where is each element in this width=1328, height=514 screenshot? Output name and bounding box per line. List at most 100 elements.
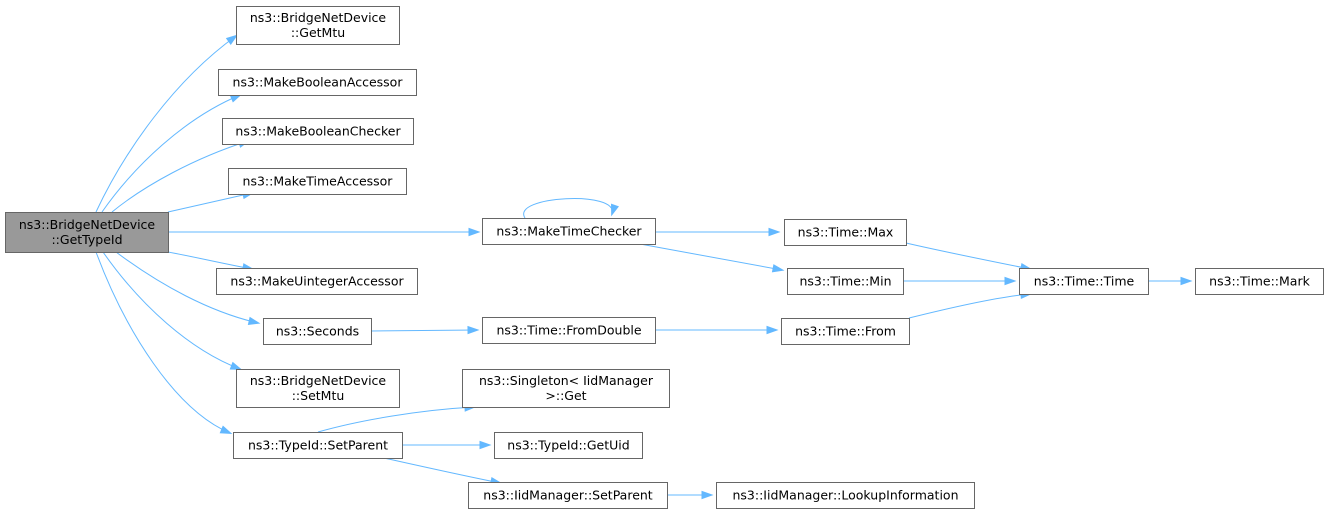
edge-arrowhead: [611, 203, 619, 217]
edge-timefrom-to-timetime: [908, 290, 1033, 319]
edge-iidsetparent-to-lookup: [667, 490, 714, 500]
edge-line: [908, 293, 1031, 319]
node-setmtu[interactable]: ns3::BridgeNetDevice::SetMtu: [236, 369, 400, 408]
nodes-layer: ns3::BridgeNetDevice::GetTypeIdns3::Brid…: [5, 6, 1324, 509]
edge-root-to-setparent: [95, 251, 233, 434]
node-timetime[interactable]: ns3::Time::Time: [1019, 268, 1149, 295]
edge-arrowhead: [247, 316, 261, 325]
edges-layer: [95, 34, 1193, 500]
edge-line: [101, 94, 241, 213]
node-mkboolacc[interactable]: ns3::MakeBooleanAccessor: [218, 69, 417, 96]
edge-timemax-to-timetime: [905, 242, 1033, 272]
node-label: ::SetMtu: [292, 388, 345, 403]
edge-line: [111, 140, 249, 213]
edge-root-to-mktimechk: [168, 227, 481, 237]
edge-fromdouble-to-timefrom: [655, 325, 779, 335]
edge-arrowhead: [1004, 276, 1017, 286]
node-label: ns3::Time::From: [795, 324, 896, 339]
node-box: [482, 218, 656, 245]
edge-timetime-to-timemark: [1148, 276, 1193, 286]
edge-line: [639, 243, 783, 271]
node-label: >::Get: [545, 388, 586, 403]
node-label: ns3::MakeUintegerAccessor: [230, 274, 404, 289]
node-iidsetparent[interactable]: ns3::IidManager::SetParent: [468, 482, 668, 509]
node-seconds[interactable]: ns3::Seconds: [263, 318, 372, 345]
node-box: [482, 317, 656, 344]
edge-line: [95, 35, 237, 213]
node-label: ns3::BridgeNetDevice: [19, 217, 156, 232]
edge-root-to-setmtu: [102, 251, 243, 370]
edge-line: [905, 242, 1031, 270]
edge-mktimechk-to-timemax: [655, 227, 781, 237]
edge-arrowhead: [766, 325, 779, 335]
edge-line: [115, 251, 259, 324]
node-box: [233, 432, 403, 459]
edge-mktimechk-to-timemin: [639, 243, 785, 273]
node-label: ns3::IidManager::SetParent: [483, 488, 653, 503]
node-box: [462, 369, 670, 408]
node-timemax[interactable]: ns3::Time::Max: [784, 219, 907, 246]
node-box: [781, 318, 910, 345]
node-getuid[interactable]: ns3::TypeId::GetUid: [494, 432, 643, 459]
edge-line: [167, 251, 253, 270]
edge-arrowhead: [768, 227, 781, 237]
edge-arrowhead: [771, 264, 785, 273]
node-label: ::GetMtu: [291, 25, 345, 40]
node-mkuintacc[interactable]: ns3::MakeUintegerAccessor: [216, 268, 418, 295]
node-box: [228, 168, 407, 195]
node-mkboolchk[interactable]: ns3::MakeBooleanChecker: [222, 118, 414, 145]
node-fromdouble[interactable]: ns3::Time::FromDouble: [482, 317, 656, 344]
node-lookup[interactable]: ns3::IidManager::LookupInformation: [716, 482, 975, 509]
node-box: [222, 118, 414, 145]
edge-line: [317, 406, 475, 433]
node-box: [216, 268, 418, 295]
edge-arrowhead: [468, 227, 481, 237]
node-label: ns3::BridgeNetDevice: [250, 10, 387, 25]
edge-arrowhead: [701, 490, 714, 500]
edge-timemin-to-timetime: [903, 276, 1017, 286]
edge-line: [102, 251, 241, 370]
node-label: ns3::MakeBooleanChecker: [235, 124, 401, 139]
edge-line: [523, 198, 613, 219]
node-box: [236, 6, 400, 45]
node-root[interactable]: ns3::BridgeNetDevice::GetTypeId: [5, 212, 169, 253]
node-box: [236, 369, 400, 408]
node-timemark[interactable]: ns3::Time::Mark: [1195, 268, 1324, 295]
node-box: [263, 318, 372, 345]
node-getmtu[interactable]: ns3::BridgeNetDevice::GetMtu: [236, 6, 400, 45]
node-label: ns3::Singleton< IidManager: [479, 373, 654, 388]
node-label: ns3::MakeTimeAccessor: [243, 174, 394, 189]
node-box: [494, 432, 643, 459]
edge-arrowhead: [219, 425, 233, 434]
node-label: ns3::MakeBooleanAccessor: [233, 75, 404, 90]
node-mktimechk[interactable]: ns3::MakeTimeChecker: [482, 218, 656, 245]
edge-arrowhead: [1180, 276, 1193, 286]
edge-line: [370, 329, 478, 332]
node-label: ::GetTypeId: [51, 232, 122, 247]
node-mktimeacc[interactable]: ns3::MakeTimeAccessor: [228, 168, 407, 195]
edge-root-to-getmtu: [95, 34, 239, 213]
node-box: [5, 212, 169, 253]
edge-line: [383, 457, 501, 484]
node-box: [1195, 268, 1324, 295]
node-box: [1019, 268, 1149, 295]
node-label: ns3::Time::FromDouble: [496, 323, 641, 338]
node-timefrom[interactable]: ns3::Time::From: [781, 318, 910, 345]
edge-mktimechk-to-mktimechk: [523, 198, 619, 219]
node-timemin[interactable]: ns3::Time::Min: [787, 268, 904, 295]
node-box: [716, 482, 975, 509]
edge-arrowhead: [467, 325, 480, 335]
node-label: ns3::TypeId::SetParent: [248, 438, 388, 453]
node-box: [787, 268, 904, 295]
node-setparent[interactable]: ns3::TypeId::SetParent: [233, 432, 403, 459]
edge-arrowhead: [225, 34, 239, 45]
node-label: ns3::Time::Time: [1034, 274, 1135, 289]
edge-seconds-to-fromdouble: [370, 325, 480, 335]
edge-root-to-mkuintacc: [167, 251, 255, 272]
node-label: ns3::BridgeNetDevice: [250, 373, 387, 388]
node-label: ns3::Time::Max: [798, 225, 894, 240]
edge-root-to-seconds: [115, 251, 261, 325]
edge-root-to-mkboolacc: [101, 94, 243, 213]
node-singleton[interactable]: ns3::Singleton< IidManager >::Get: [462, 369, 670, 408]
node-label: ns3::Seconds: [276, 324, 359, 339]
